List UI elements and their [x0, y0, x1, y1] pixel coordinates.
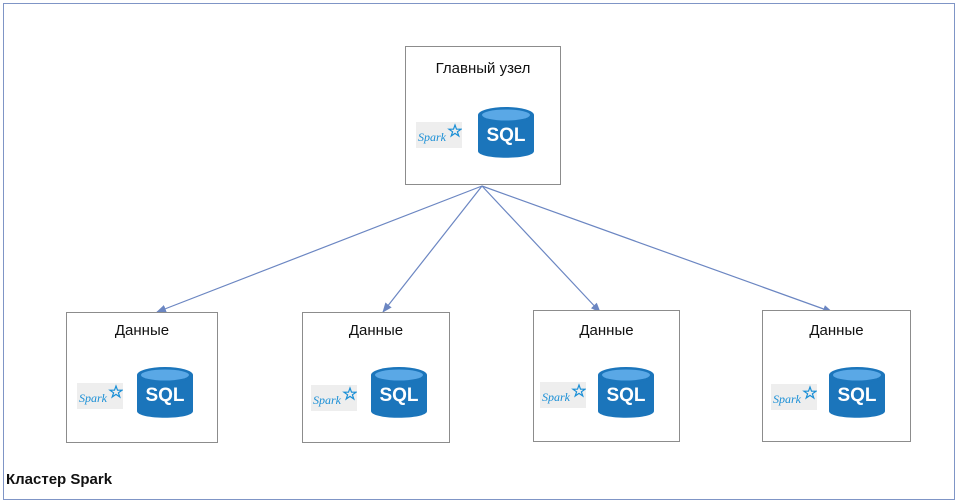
- sql-database-icon: SQL: [825, 365, 889, 421]
- spark-logo-icon: Spark: [540, 382, 586, 408]
- spark-logo-text: Spark: [313, 393, 342, 407]
- sql-text: SQL: [145, 385, 184, 406]
- sql-database-icon: SQL: [367, 365, 431, 421]
- data-node-label: Данные: [579, 322, 634, 339]
- spark-logo-text: Spark: [79, 391, 108, 405]
- cluster-label: Кластер Spark: [6, 471, 113, 488]
- data-node-label: Данные: [809, 322, 864, 339]
- data-node-label: Данные: [114, 322, 170, 339]
- data-node-4: Данные Spark SQL: [762, 310, 911, 442]
- data-node-3: Данные Spark SQL: [533, 310, 680, 442]
- spark-logo-text: Spark: [773, 392, 802, 406]
- sql-database-icon: SQL: [594, 365, 658, 421]
- spark-logo-text: Spark: [418, 130, 447, 144]
- sql-text: SQL: [837, 385, 876, 406]
- spark-logo-icon: Spark: [416, 122, 462, 148]
- master-node: Главный узел Spark SQL: [405, 46, 561, 185]
- sql-text: SQL: [379, 385, 418, 406]
- data-node-label: Данные: [348, 322, 404, 339]
- master-node-label: Главный узел: [435, 60, 531, 77]
- spark-logo-icon: Spark: [311, 385, 357, 411]
- spark-logo-icon: Spark: [77, 383, 123, 409]
- data-node-2: Данные Spark SQL: [302, 312, 450, 443]
- data-node-1: Данные Spark SQL: [66, 312, 218, 443]
- sql-text: SQL: [606, 385, 645, 406]
- spark-logo-text: Spark: [542, 390, 571, 404]
- sql-database-icon: SQL: [474, 105, 538, 161]
- spark-logo-icon: Spark: [771, 384, 817, 410]
- sql-text: SQL: [486, 125, 525, 146]
- sql-database-icon: SQL: [133, 365, 197, 421]
